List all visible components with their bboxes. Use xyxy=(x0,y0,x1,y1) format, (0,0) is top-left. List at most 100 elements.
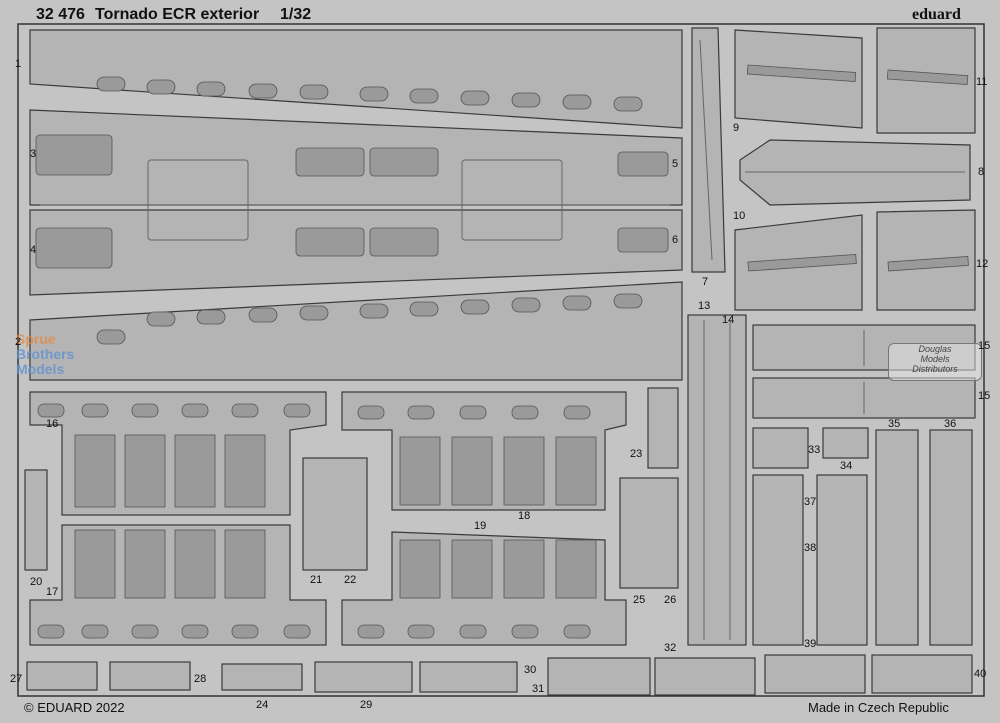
part-number: 34 xyxy=(840,460,853,472)
panel xyxy=(124,529,166,599)
part-number: 26 xyxy=(664,594,677,606)
part-33 xyxy=(752,427,809,469)
watermark-line: Sprue xyxy=(16,331,56,347)
part-13-14 xyxy=(687,314,747,646)
panel xyxy=(174,434,216,508)
slot xyxy=(196,309,226,325)
block xyxy=(617,227,669,253)
part-number: 23 xyxy=(630,448,643,460)
slot xyxy=(81,624,109,639)
part-number: 28 xyxy=(194,673,207,685)
slot xyxy=(359,86,389,102)
slot xyxy=(248,83,278,99)
slot xyxy=(357,405,385,420)
part-number: 12 xyxy=(976,258,989,270)
part-number: 1 xyxy=(15,58,22,70)
panel xyxy=(399,436,441,506)
part-number: 40 xyxy=(974,668,987,680)
brand-logo: eduard xyxy=(912,6,961,23)
recess-outline xyxy=(461,159,563,241)
part-number: 24 xyxy=(256,699,269,711)
slot xyxy=(459,624,487,639)
panel xyxy=(74,434,116,508)
bar xyxy=(747,254,857,272)
slot xyxy=(613,293,643,309)
center-line xyxy=(699,39,713,261)
slot xyxy=(181,624,209,639)
panel xyxy=(74,529,116,599)
part-number: 13 xyxy=(698,300,711,312)
panel xyxy=(451,539,493,599)
part-27 xyxy=(26,661,98,691)
slot xyxy=(562,295,592,311)
block xyxy=(35,134,113,176)
part-31-right xyxy=(654,657,756,696)
part-number: 35 xyxy=(888,418,901,430)
slot xyxy=(181,403,209,418)
part-number: 15 xyxy=(978,340,991,352)
bar xyxy=(887,255,969,272)
part-number: 6 xyxy=(672,234,679,246)
panel xyxy=(224,529,266,599)
slot xyxy=(299,84,329,100)
slot xyxy=(511,405,539,420)
part-number: 7 xyxy=(702,276,709,288)
slot xyxy=(146,79,176,95)
part-number: 30 xyxy=(524,664,537,676)
part-1-strip xyxy=(29,29,683,129)
bar xyxy=(886,69,969,85)
block xyxy=(369,147,439,177)
part-9 xyxy=(734,29,863,129)
slot xyxy=(299,305,329,321)
part-number: 36 xyxy=(944,418,957,430)
slot xyxy=(131,624,159,639)
panel xyxy=(124,434,166,508)
part-36 xyxy=(929,429,973,646)
catalog-number: 32 476 xyxy=(36,6,85,23)
part-28 xyxy=(109,661,191,691)
product-title: Tornado ECR exterior xyxy=(95,6,260,23)
panel xyxy=(399,539,441,599)
part-29-right xyxy=(419,661,518,693)
slot xyxy=(196,81,226,97)
part-number: 25 xyxy=(633,594,646,606)
panel xyxy=(555,436,597,506)
slot xyxy=(409,301,439,317)
slot xyxy=(511,92,541,108)
part-number: 19 xyxy=(474,520,487,532)
slot xyxy=(563,624,591,639)
slot xyxy=(562,94,592,110)
slot xyxy=(283,624,311,639)
part-number: 20 xyxy=(30,576,43,588)
origin-text: Made in Czech Republic xyxy=(808,700,949,715)
bar xyxy=(746,64,857,82)
part-number: 11 xyxy=(976,76,988,88)
part-34 xyxy=(822,427,869,459)
slot xyxy=(231,403,259,418)
part-number: 16 xyxy=(46,418,59,430)
part-7 xyxy=(691,27,726,273)
watermark-line: Distributors xyxy=(912,364,958,374)
slot xyxy=(459,405,487,420)
slot xyxy=(511,624,539,639)
part-number: 27 xyxy=(10,673,23,685)
scale-label: 1/32 xyxy=(280,6,312,23)
block xyxy=(617,151,669,177)
slot xyxy=(146,311,176,327)
part-number: 15 xyxy=(978,390,991,402)
distributor-watermark: Douglas Models Distributors xyxy=(888,343,982,381)
part-40-left xyxy=(764,654,866,694)
slot xyxy=(248,307,278,323)
panel xyxy=(174,529,216,599)
part-number: 32 xyxy=(664,642,677,654)
part-number: 8 xyxy=(978,166,985,178)
sprue-brothers-watermark: Sprue Brothers Models xyxy=(16,332,116,388)
part-23 xyxy=(647,387,679,469)
part-number: 39 xyxy=(804,638,817,650)
block xyxy=(295,227,365,257)
part-31-left xyxy=(547,657,651,696)
part-number: 31 xyxy=(532,683,545,695)
panel xyxy=(224,434,266,508)
slot xyxy=(460,299,490,315)
